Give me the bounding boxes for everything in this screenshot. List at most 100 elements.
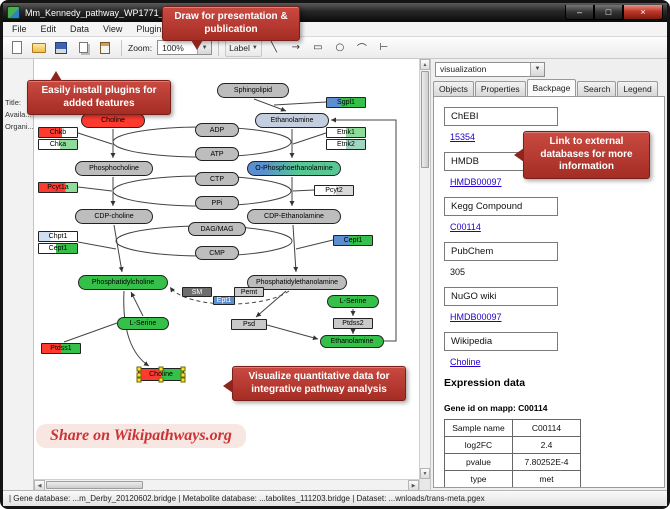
node-sgpl1[interactable]: Sgpl1 xyxy=(326,97,366,108)
node-phosphatidylethanolamine[interactable]: Phosphatidylethanolamine xyxy=(247,275,347,290)
minimize-button[interactable]: – xyxy=(565,5,594,20)
node-phosphatidylcholine[interactable]: Phosphatidylcholine xyxy=(78,275,168,290)
selection-handle[interactable] xyxy=(180,377,186,383)
node-etnk2[interactable]: Etnk2 xyxy=(326,139,366,150)
tab-objects[interactable]: Objects xyxy=(433,81,474,96)
node-pcyt1a[interactable]: Pcyt1a xyxy=(38,182,78,193)
external-link[interactable]: 15354 xyxy=(450,132,476,142)
visualization-combobox[interactable]: visualization ▼ xyxy=(435,61,545,77)
node-chka[interactable]: Chka xyxy=(38,139,78,150)
node-l-serine[interactable]: L-Serine xyxy=(327,295,379,308)
scroll-track[interactable] xyxy=(144,480,408,490)
node-l-serine[interactable]: L-Serine xyxy=(117,317,169,330)
node-pcyt2[interactable]: Pcyt2 xyxy=(314,185,354,196)
tool-arc-button[interactable]: ⌒ xyxy=(352,39,372,57)
node-ethanolamine[interactable]: Ethanolamine xyxy=(255,113,329,128)
node-chpt1[interactable]: Chpt1 xyxy=(38,231,78,242)
node-chkb[interactable]: Chkb xyxy=(38,127,78,138)
arc-icon: ⌒ xyxy=(356,44,367,55)
node-cept1[interactable]: Cept1 xyxy=(38,243,78,254)
external-link[interactable]: HMDB00097 xyxy=(450,312,502,322)
canvas-vertical-scrollbar[interactable]: ▲ ▼ xyxy=(419,59,430,490)
node-cmp[interactable]: CMP xyxy=(195,246,239,260)
tab-properties[interactable]: Properties xyxy=(474,81,526,96)
paste-button[interactable] xyxy=(95,39,115,57)
menu-item-data[interactable]: Data xyxy=(70,24,90,34)
node-atp[interactable]: ATP xyxy=(195,147,239,161)
node-phosphocholine[interactable]: Phosphocholine xyxy=(75,161,153,176)
tab-backpage[interactable]: Backpage xyxy=(526,79,577,96)
save-button[interactable] xyxy=(51,39,71,57)
selection-handle[interactable] xyxy=(180,372,186,377)
node-choline[interactable]: Choline xyxy=(81,113,145,128)
node-sphingolipid[interactable]: Sphingolipid xyxy=(217,83,289,98)
tool-line-button[interactable]: ╲ xyxy=(264,39,284,57)
maximize-button[interactable]: □ xyxy=(594,5,623,20)
zoom-combobox[interactable]: 100% ▼ xyxy=(157,40,213,55)
tool-rectangle-button[interactable]: ▭ xyxy=(308,39,328,57)
node-o-phosphoethanolamine[interactable]: O-Phosphoethanolamine xyxy=(247,161,341,176)
section-header: Kegg Compound xyxy=(444,197,558,216)
canvas-horizontal-scrollbar[interactable]: ◀ ▶ xyxy=(34,479,419,491)
node-choline[interactable]: Choline xyxy=(136,366,186,383)
node-ppi[interactable]: PPi xyxy=(195,196,239,210)
node-cdp-choline[interactable]: CDP-choline xyxy=(75,209,153,224)
selection-handle[interactable] xyxy=(136,372,142,377)
section-value: 305 xyxy=(450,267,466,277)
scroll-track[interactable] xyxy=(420,169,430,468)
node-ept1[interactable]: Ept1 xyxy=(213,296,235,305)
selection-handle[interactable] xyxy=(158,366,164,372)
node-cept1[interactable]: Cept1 xyxy=(333,235,373,246)
selection-handle[interactable] xyxy=(136,377,142,383)
callout-draw: Draw for presentation & publication xyxy=(162,6,300,50)
external-link[interactable]: C00114 xyxy=(450,222,481,232)
node-cdp-ethanolamine[interactable]: CDP-Ethanolamine xyxy=(247,209,341,224)
vertical-scroll-thumb[interactable] xyxy=(421,71,429,168)
chevron-down-icon[interactable]: ▼ xyxy=(530,62,544,76)
zoom-label: Zoom: xyxy=(128,42,153,53)
node-ctp[interactable]: CTP xyxy=(195,172,239,186)
menu-item-view[interactable]: View xyxy=(103,24,123,34)
new-file-button[interactable] xyxy=(7,39,27,57)
scroll-up-icon[interactable]: ▲ xyxy=(420,59,430,70)
tool-ellipse-button[interactable]: ○ xyxy=(330,39,350,57)
table-cell: 2.4 xyxy=(512,436,581,454)
node-etnk1[interactable]: Etnk1 xyxy=(326,127,366,138)
node-sm[interactable]: SM xyxy=(182,287,212,297)
node-ethanolamine[interactable]: Ethanolamine xyxy=(320,335,384,348)
node-pemt[interactable]: Pemt xyxy=(234,287,264,297)
node-dag-mag[interactable]: DAG/MAG xyxy=(188,222,246,236)
node-psd[interactable]: Psd xyxy=(231,319,267,330)
node-adp[interactable]: ADP xyxy=(195,123,239,137)
arrow-icon: → xyxy=(291,42,301,53)
menu-item-file[interactable]: File xyxy=(12,24,27,34)
label-tool-text: Label xyxy=(229,42,250,53)
selection-handle[interactable] xyxy=(136,366,142,372)
file-buttons xyxy=(7,39,115,57)
tool-tbar-button[interactable]: ⊢ xyxy=(374,39,394,57)
tool-arrow-button[interactable]: → xyxy=(286,39,306,57)
selection-handle[interactable] xyxy=(158,377,164,383)
selection-handle[interactable] xyxy=(180,366,186,372)
zoom-value: 100% xyxy=(162,42,184,53)
copy-button[interactable] xyxy=(73,39,93,57)
menu-item-edit[interactable]: Edit xyxy=(40,24,57,34)
node-ptdss1[interactable]: Ptdss1 xyxy=(41,343,81,354)
node-ptdss2[interactable]: Ptdss2 xyxy=(333,318,373,329)
open-folder-button[interactable] xyxy=(29,39,49,57)
horizontal-scroll-thumb[interactable] xyxy=(46,481,143,489)
close-button[interactable]: × xyxy=(623,5,663,20)
external-link[interactable]: HMDB00097 xyxy=(450,177,502,187)
tab-search[interactable]: Search xyxy=(577,81,617,96)
scroll-down-icon[interactable]: ▼ xyxy=(420,468,430,479)
tab-legend[interactable]: Legend xyxy=(617,81,658,96)
label-tool-button[interactable]: Label ▼ xyxy=(225,38,262,57)
external-link[interactable]: Choline xyxy=(450,357,481,367)
menu-item-plugins[interactable]: Plugins xyxy=(136,24,166,34)
visualization-value: visualization xyxy=(440,64,487,74)
